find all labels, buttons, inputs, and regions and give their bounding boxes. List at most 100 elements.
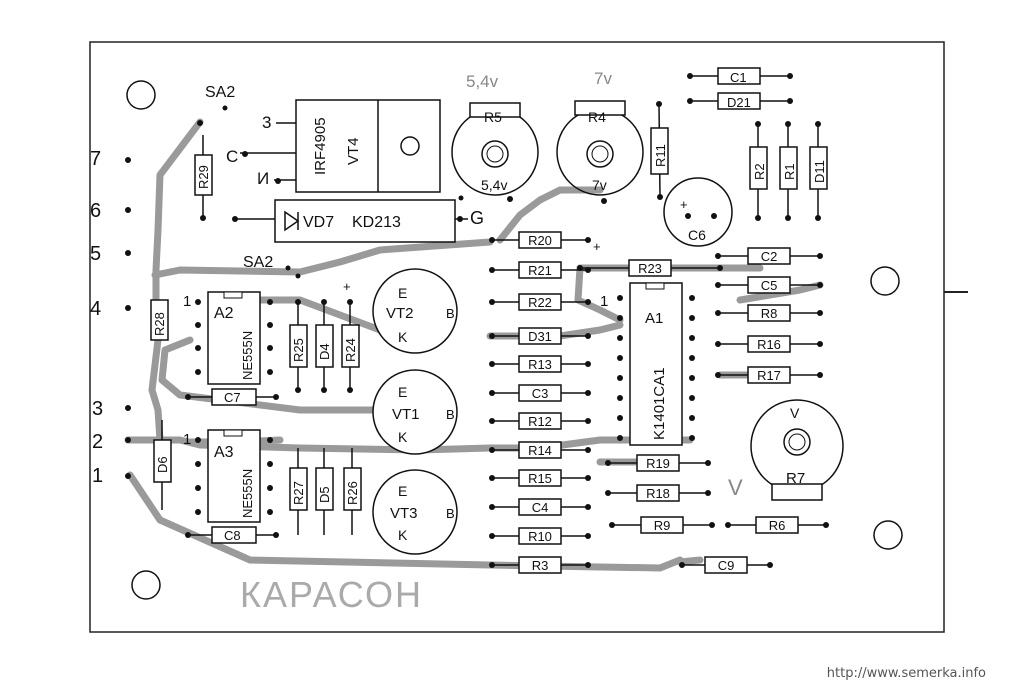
r1-label: R1 [782,163,797,180]
c6-ref: C6 [688,227,706,243]
c6-plus: + [680,197,688,212]
watermark: http://www.semerka.info [826,666,986,681]
vt3-ref: VT3 [390,505,418,522]
component-c4: C4 [532,500,549,515]
vt4-pin-3: 3 [262,113,271,132]
component-r16: R16 [757,337,781,352]
r7-ref: R7 [786,470,805,487]
gate-label: G [470,208,484,228]
component-r17: R17 [757,368,781,383]
vt4-pin-c: С [226,147,238,166]
a2-part: NE555N [240,331,255,380]
vt2-k: K [398,329,408,345]
a3-pin1: 1 [183,431,191,448]
r4-voltage-top: 7v [594,69,612,88]
r29-label: R29 [196,165,211,189]
r4-voltage: 7v [592,177,607,193]
vt1-b: B [446,407,455,422]
brand-label: КАРАСОН [240,574,423,615]
vt2-plus: + [343,279,351,294]
r11-label: R11 [653,144,668,167]
pin-label-4: 4 [90,298,101,320]
d6-label: D6 [155,456,170,473]
mounting-holes [126,80,903,600]
vt1-k: K [398,429,408,445]
r25-label: R25 [291,338,306,362]
a1-part: K1401CA1 [651,367,668,440]
vt4-ref: VT4 [345,137,362,165]
trimmer-r4: 7v R4 7v [556,69,644,196]
r7-side-mark: V [728,475,743,500]
vt4-pin-i: И [257,169,269,188]
a2-ref: A2 [214,305,234,322]
vt4-part: IRF4905 [312,117,329,175]
trimmer-r5: 5,4v R5 5,4v [451,72,539,196]
component-c5: C5 [761,278,778,293]
pin-label-3: 3 [92,398,103,420]
d5-label: D5 [317,486,332,503]
r27-label: R27 [291,481,306,505]
vt2-ref: VT2 [386,305,414,322]
pin-label-6: 6 [90,200,101,222]
a3-part: NE555N [240,469,255,518]
transistor-vt3: E VT3 B K [372,469,458,555]
component-r12: R12 [528,414,552,429]
component-r20: R20 [528,233,552,248]
a2-pin1: 1 [183,293,191,310]
a1-pin1: 1 [600,293,608,310]
component-r23: R23 [638,261,662,276]
component-r13: R13 [528,357,552,372]
transistor-vt2: E VT2 B K [372,268,458,354]
component-r10: R10 [528,529,552,544]
pin-label-2: 2 [92,431,103,453]
c1-label: C1 [730,70,747,85]
a3-ref: A3 [214,444,234,461]
pin-label-1: 1 [92,465,103,487]
component-r9: R9 [654,518,671,533]
component-r14: R14 [528,443,552,458]
vt2-e: E [398,285,407,301]
c8-label: C8 [224,528,241,543]
r24-label: R24 [343,338,358,362]
d11-label: D11 [812,160,827,183]
r28-label: R28 [152,312,167,336]
d21-label: D21 [727,95,751,110]
component-d31: D31 [528,329,552,344]
vt1-ref: VT1 [392,406,420,423]
trimmer-r7: V R7 [750,399,844,501]
r5-voltage: 5,4v [481,177,507,193]
r2-label: R2 [752,163,767,180]
vt3-b: B [446,506,455,521]
component-r3: R3 [532,558,549,573]
component-c9: C9 [718,558,735,573]
d4-label: D4 [317,343,332,360]
r7-voltage: V [790,405,800,421]
r4-ref: R4 [588,109,606,125]
vt3-k: K [398,527,408,543]
r5-ref: R5 [484,109,502,125]
component-r21: R21 [528,263,552,278]
component-c2: C2 [761,249,778,264]
vd7-ref: VD7 [303,214,334,231]
component-r8: R8 [761,306,778,321]
pin-label-7: 7 [90,148,101,170]
component-r15: R15 [528,471,552,486]
r5-voltage-top: 5,4v [466,72,499,91]
component-r22: R22 [528,295,552,310]
label-sa2-top: SA2 [205,84,235,101]
component-r18: R18 [646,486,670,501]
vt1-e: E [398,384,407,400]
vd7-part: KD213 [352,214,401,231]
a1-ref: A1 [645,310,663,327]
label-sa2-mid: SA2 [243,254,273,271]
vt2-b: B [446,306,455,321]
r26-label: R26 [345,481,360,505]
pin-label-5: 5 [90,243,101,265]
r20-plus: + [593,239,601,254]
vt3-e: E [398,483,407,499]
component-r6: R6 [769,518,786,533]
transistor-vt1: E VT1 B K [372,369,458,455]
